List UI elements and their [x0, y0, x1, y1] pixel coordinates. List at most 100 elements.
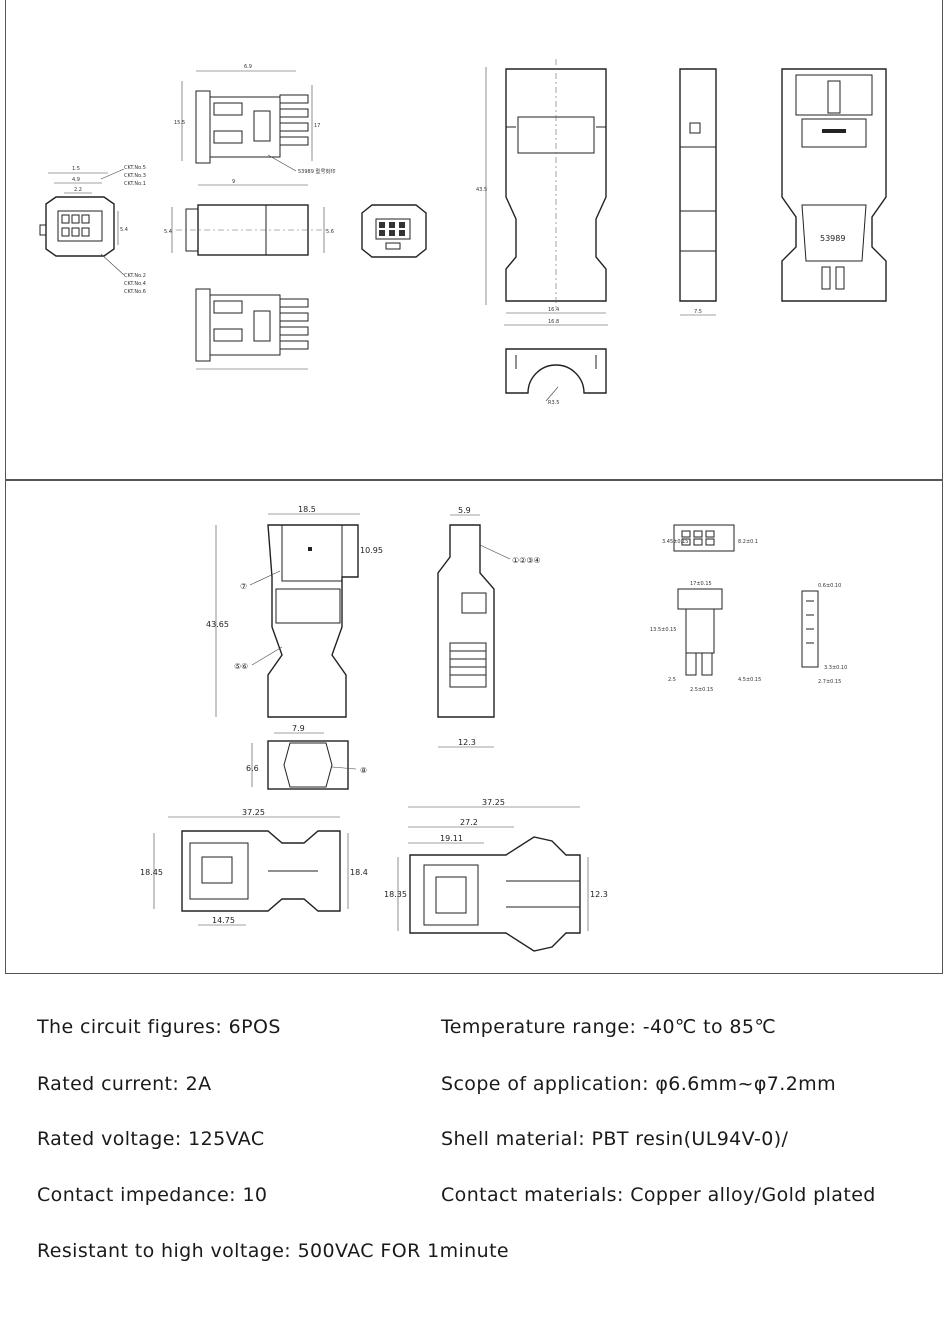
spec-scope: Scope of application: φ6.6mm~φ7.2mm	[441, 1073, 836, 1095]
dim-label: 7.9	[292, 724, 305, 733]
spec-label: Contact impedance:	[37, 1184, 236, 1206]
spec-temperature: Temperature range: -40℃ to 85℃	[441, 1016, 776, 1038]
dim-label: 14.75	[212, 916, 235, 925]
dim-label: 1.5	[72, 166, 80, 172]
plug-cap-view: R3.5	[505, 348, 607, 406]
dim-label: 6.9	[244, 64, 252, 70]
dim-label: 27.2	[460, 818, 478, 827]
dim-label: 12.3	[590, 890, 608, 899]
spec-shell: Shell material: PBT resin(UL94V-0)/	[441, 1128, 788, 1150]
terminal-detail-views: 3.45±0.15 8.2±0.1 17±0.15 13.5±0.15 2.5 …	[650, 524, 847, 693]
spec-value: -40℃ to 85℃	[642, 1016, 777, 1038]
spec-value: 2A	[185, 1073, 212, 1095]
dim-label: 18.4	[350, 868, 368, 877]
dim-label: 16.8	[548, 319, 559, 325]
spec-label: Scope of application:	[441, 1073, 649, 1095]
callout-7: ⑦	[240, 582, 247, 591]
plug-face-view	[361, 204, 427, 258]
cap-end-view: 7.9 6.6 ⑧	[246, 724, 367, 790]
dim-label: 8.2±0.1	[738, 539, 758, 545]
receptacle-bottom-view	[195, 288, 309, 370]
dim-label: 19.11	[440, 834, 463, 843]
ckt-label: CKT.No.1	[124, 181, 146, 187]
spec-voltage: Rated voltage: 125VAC	[37, 1128, 265, 1150]
dim-label: 17	[314, 123, 320, 129]
spec-label: Temperature range:	[441, 1016, 637, 1038]
drawing-panel-bottom: 18.5 43.65 10.95 ⑦ ⑤⑥ 5.9 ①②③④ 12.3 7.9 …	[5, 480, 943, 974]
ckt-label: CKT.No.2	[124, 273, 146, 279]
callouts-1-4: ①②③④	[512, 556, 541, 565]
dim-label: 5.4	[164, 229, 172, 235]
dim-label: 5.9	[458, 506, 471, 515]
plug-front-dimensioned: 18.5 43.65 10.95 ⑦ ⑤⑥	[206, 505, 383, 718]
dim-label: 37.25	[242, 808, 265, 817]
dim-label: 3.45±0.15	[662, 539, 688, 545]
spec-materials: Contact materials: Copper alloy/Gold pla…	[441, 1184, 876, 1206]
spec-value: 125VAC	[188, 1128, 265, 1150]
plug-housing-side: 7.5	[679, 68, 717, 316]
dim-label: 4.9	[72, 177, 80, 183]
dim-label: 18.45	[140, 868, 163, 877]
dim-label: 12.3	[458, 738, 476, 747]
spec-label: Resistant to high voltage:	[37, 1240, 292, 1262]
dim-label: 9	[232, 179, 235, 185]
spec-label: Shell material:	[441, 1128, 586, 1150]
dim-label: 43.65	[206, 620, 229, 629]
drawing-panel-top: 6.9 15.5 17 53989 型号刻印 1.5 4.9 2.2 5.4	[5, 0, 943, 480]
ckt-label: CKT.No.6	[124, 289, 146, 295]
dim-label: 18.5	[298, 505, 316, 514]
ckt-label: CKT.No.5	[124, 165, 146, 171]
dim-label: 2.2	[74, 187, 82, 193]
spec-value: 500VAC FOR 1minute	[297, 1240, 510, 1262]
ckt-label: CKT.No.4	[124, 281, 146, 287]
dim-label: 17±0.15	[690, 581, 712, 587]
dim-label: 15.5	[174, 120, 185, 126]
assembly-view-left: 37.25 18.45 18.4 14.75	[140, 808, 368, 926]
dim-label: 5.4	[120, 227, 128, 233]
dim-label: 5.6	[326, 229, 334, 235]
receptacle-top-view: 6.9 15.5 17 53989 型号刻印	[174, 64, 336, 175]
spec-current: Rated current: 2A	[37, 1073, 212, 1095]
dim-label: 43.5	[476, 187, 487, 193]
spec-value: Copper alloy/Gold plated	[630, 1184, 876, 1206]
spec-label: The circuit figures:	[37, 1016, 223, 1038]
dim-label: 2.5	[668, 677, 676, 683]
dim-label: 3.3±0.10	[824, 665, 847, 671]
spec-label: Rated current:	[37, 1073, 180, 1095]
callout-5-6: ⑤⑥	[234, 662, 248, 671]
callout-8: ⑧	[360, 766, 367, 775]
spec-high-voltage: Resistant to high voltage: 500VAC FOR 1m…	[37, 1240, 509, 1262]
pin-row	[61, 214, 90, 237]
connector-drawing-bottom: 18.5 43.65 10.95 ⑦ ⑤⑥ 5.9 ①②③④ 12.3 7.9 …	[140, 505, 847, 952]
dim-label: R3.5	[548, 400, 559, 406]
spec-value: φ6.6mm~φ7.2mm	[655, 1073, 836, 1095]
assembly-view-right: 37.25 27.2 19.11 18.35 12.3	[384, 798, 608, 952]
spec-circuit: The circuit figures: 6POS	[37, 1016, 281, 1038]
dim-label: 7.5	[694, 309, 702, 315]
dim-label: 37.25	[482, 798, 505, 807]
plug-housing-front: 43.5 16.4 16.8	[476, 59, 608, 326]
dim-label: 4.5±0.15	[738, 677, 761, 683]
plug-internal-view: 53989	[781, 68, 887, 302]
part-number-label: 53989	[820, 234, 845, 243]
dim-label: 16.4	[548, 307, 559, 313]
spec-value: 10	[242, 1184, 268, 1206]
dim-label: 0.6±0.10	[818, 583, 841, 589]
receptacle-face-view: 1.5 4.9 2.2 5.4 CKT.No.5 CKT.No.3 CKT.No…	[39, 165, 146, 295]
spec-value: 6POS	[228, 1016, 281, 1038]
spec-label: Rated voltage:	[37, 1128, 182, 1150]
receptacle-side-view: 9 5.4 5.6	[164, 179, 334, 256]
dim-label: 6.6	[246, 764, 259, 773]
spec-value: PBT resin(UL94V-0)/	[591, 1128, 789, 1150]
plug-side-dimensioned: 5.9 ①②③④ 12.3	[437, 506, 541, 748]
dim-label: 2.5±0.15	[690, 687, 713, 693]
dim-label: 10.95	[360, 546, 383, 555]
spec-label: Contact materials:	[441, 1184, 624, 1206]
dim-label: 18.35	[384, 890, 407, 899]
spec-impedance: Contact impedance: 10	[37, 1184, 267, 1206]
dim-label: 2.7±0.15	[818, 679, 841, 685]
dim-note: 53989 型号刻印	[298, 168, 336, 175]
ckt-label: CKT.No.3	[124, 173, 146, 179]
dim-label: 13.5±0.15	[650, 627, 676, 633]
connector-drawing-top: 6.9 15.5 17 53989 型号刻印 1.5 4.9 2.2 5.4	[39, 59, 887, 406]
